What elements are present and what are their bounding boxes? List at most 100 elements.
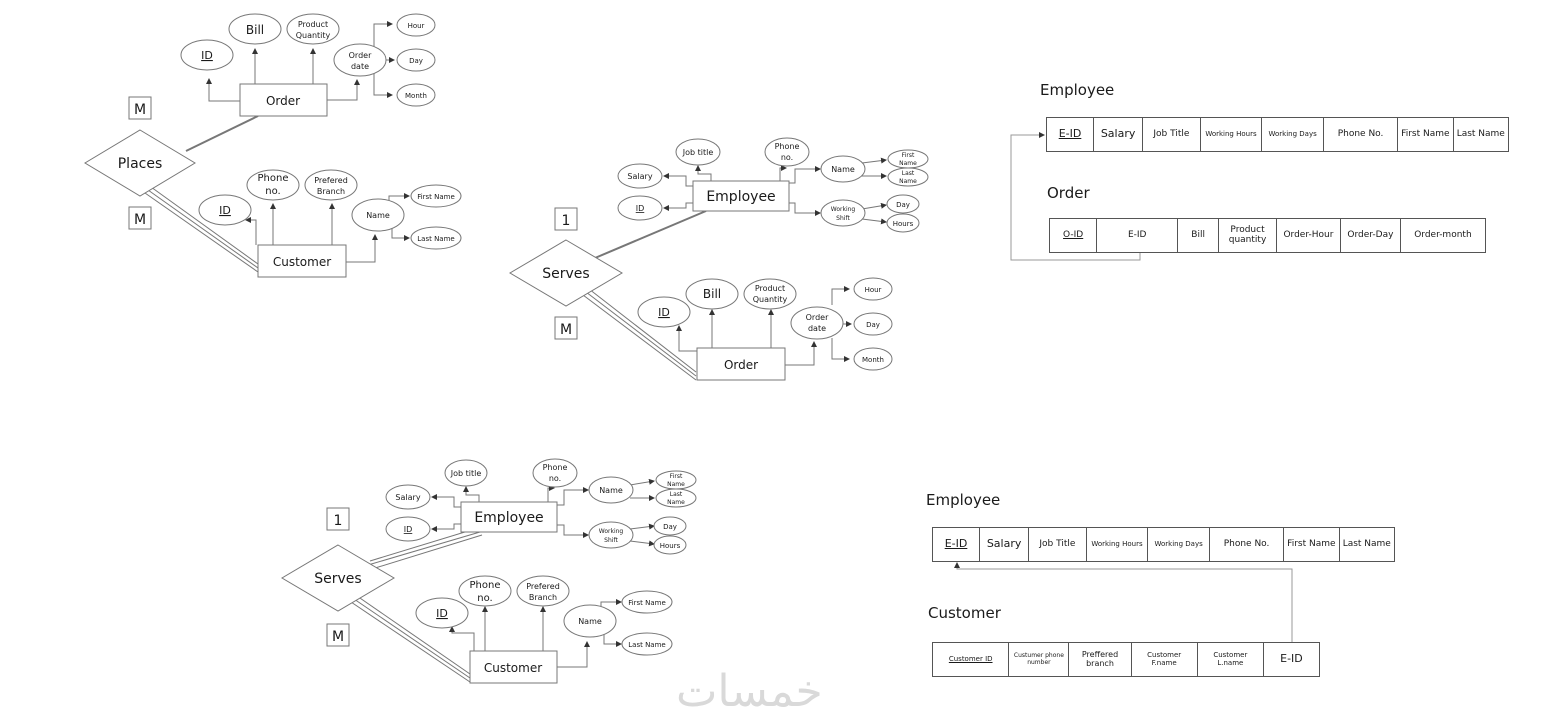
connector: [789, 202, 821, 216]
attr-working-shift: [588, 521, 634, 549]
customer-entity[interactable]: [257, 244, 347, 278]
attr-label: Shift: [604, 537, 618, 544]
col-order-hour: Order-Hour: [1275, 218, 1341, 253]
attr-label: Job title: [682, 148, 714, 157]
col-customer-fname: Customer F.name: [1130, 642, 1198, 677]
attr-label: ID: [436, 607, 448, 620]
attr-day: [653, 516, 687, 536]
attr-day: [396, 48, 436, 72]
connector: [373, 21, 393, 50]
serves-customer-line-b: [356, 595, 471, 675]
col-product-quantity: Product quantity: [1218, 218, 1277, 253]
serves-relationship[interactable]: [281, 544, 395, 612]
cardinality-box: [554, 316, 578, 340]
col-salary: Salary: [1093, 117, 1144, 152]
attr-name: [820, 155, 866, 183]
col-customer-id: Customer ID: [931, 642, 1010, 677]
attr-label: date: [351, 62, 369, 71]
attr-label: ID: [636, 204, 645, 213]
attr-label: Salary: [395, 493, 420, 502]
attr-label: Phone: [258, 173, 289, 184]
connector: [373, 70, 393, 98]
serves-relationship[interactable]: [509, 239, 623, 307]
attr-first-name: [410, 184, 462, 208]
attr-job-title: [444, 459, 488, 487]
diagram-serves-order: [509, 137, 929, 381]
col-job-title: Job Title: [1142, 117, 1201, 152]
connector: [789, 166, 821, 184]
attr-id: [415, 597, 469, 629]
attr-label: Hour: [408, 22, 425, 30]
connector: [206, 78, 240, 102]
connector: [449, 626, 475, 651]
col-last-name: Last Name: [1338, 527, 1396, 562]
order-entity[interactable]: [696, 347, 786, 381]
cardinality-label: 1: [562, 213, 571, 229]
connector: [629, 478, 655, 486]
attr-label: Day: [896, 201, 910, 209]
attr-product-quantity: [743, 278, 797, 310]
fk-customer-eid-to-employee-eid: [954, 562, 1293, 642]
employee-entity[interactable]: [692, 180, 790, 212]
attr-bill: [685, 278, 739, 310]
attr-label: Order: [806, 313, 829, 322]
attr-label: Day: [409, 57, 423, 65]
attr-id: [385, 516, 431, 542]
attr-order-date: [333, 43, 387, 77]
attr-label: Day: [866, 321, 880, 329]
col-working-days: Working Days: [1261, 117, 1324, 152]
attr-phone-no: [458, 575, 512, 607]
col-customer-lname: Customer L.name: [1196, 642, 1264, 677]
attr-label: Name: [667, 499, 685, 506]
serves-order-line-b: [588, 288, 697, 373]
col-job-title: Job Title: [1028, 527, 1087, 562]
attr-label: Name: [599, 486, 623, 495]
attr-job-title: [675, 138, 721, 166]
attr-label: Branch: [317, 187, 345, 196]
serves-customer-line-a: [353, 598, 471, 679]
order-entity[interactable]: [239, 83, 328, 117]
attr-label: Last: [902, 170, 915, 177]
connector: [779, 165, 787, 181]
schema-employee-table: E-ID Salary Job Title Working Hours Work…: [1045, 117, 1510, 152]
attr-label: Name: [831, 165, 855, 174]
attr-label: Quantity: [753, 295, 788, 304]
attr-day: [853, 312, 893, 336]
attr-last-name: [621, 632, 673, 656]
attr-label: First: [670, 473, 683, 480]
attr-label: ID: [658, 306, 670, 319]
attr-label: no.: [549, 474, 561, 483]
connector: [831, 286, 850, 305]
attr-prefered-branch: [304, 169, 358, 201]
col-first-name: First Name: [1397, 117, 1454, 152]
employee-entity[interactable]: [460, 501, 558, 533]
attr-label: Phone: [470, 580, 501, 591]
col-bill: Bill: [1177, 218, 1220, 253]
attr-label: Prefered: [314, 176, 348, 185]
attr-label: Hours: [893, 220, 914, 228]
attr-label: Prefered: [526, 582, 560, 591]
col-salary: Salary: [979, 527, 1030, 562]
serves-employee-line-b: [369, 527, 479, 562]
attr-day: [886, 194, 920, 214]
cardinality-box: [128, 206, 152, 230]
col-working-hours: Working Hours: [1199, 117, 1263, 152]
connector: [785, 341, 817, 366]
attr-id: [637, 296, 691, 328]
attr-label: no.: [265, 186, 280, 197]
attr-label: Name: [667, 481, 685, 488]
places-relationship[interactable]: [84, 129, 196, 197]
attr-last-name: [410, 226, 462, 250]
attr-prefered-branch: [516, 575, 570, 607]
serves-employee-line: [594, 210, 707, 259]
diagram-serves-customer: [281, 458, 697, 684]
connector: [557, 641, 590, 668]
schema-customer-title: Customer: [928, 604, 1001, 622]
fk-order-eid-to-employee-eid: [1010, 132, 1141, 261]
col-working-hours: Working Hours: [1085, 527, 1149, 562]
attr-label: date: [808, 324, 826, 333]
places-customer-line-c: [144, 192, 259, 273]
entity-label: Order: [266, 94, 300, 108]
attr-label: Product: [755, 284, 785, 293]
attr-label: Last Name: [628, 641, 665, 649]
